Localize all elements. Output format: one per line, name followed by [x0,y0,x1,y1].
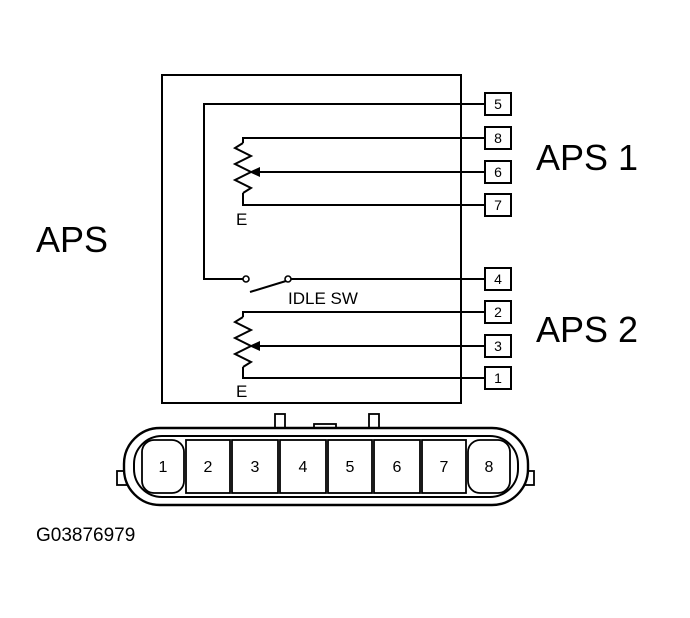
svg-text:1: 1 [494,370,502,386]
svg-text:6: 6 [393,459,402,476]
terminal-8: 8 [484,126,512,150]
terminal-4: 4 [484,267,512,291]
connector: 1 2 3 4 5 6 7 8 [116,413,535,507]
terminal-6: 6 [484,160,512,184]
terminal-3: 3 [484,334,512,358]
resistor-aps2-icon [232,316,254,368]
svg-text:5: 5 [494,96,502,112]
svg-text:7: 7 [494,197,502,213]
aps1-circuit: E [203,103,485,280]
aps2-label: APS 2 [536,309,638,350]
aps1-label: APS 1 [536,137,638,178]
terminal-7: 7 [484,193,512,217]
wire-terminal-1 [242,367,485,379]
wire-terminal-7 [242,193,485,206]
wiper-arrow-aps2-icon [249,341,260,351]
idle-switch-blade-icon [249,280,287,293]
connector-pin-6: 6 [373,439,421,494]
svg-text:7: 7 [440,459,449,476]
wire-terminal-8 [242,137,485,143]
figure-code: G03876979 [36,525,135,546]
idle-switch: IDLE SW [242,275,485,308]
aps-housing-box [161,74,462,404]
wiper-arrow-aps1-icon [249,167,260,177]
connector-pin-3: 3 [231,439,279,494]
resistor-aps1-icon [232,142,254,194]
connector-pin-5: 5 [327,439,373,494]
svg-text:8: 8 [494,130,502,146]
ground-label-aps2: E [236,382,247,401]
svg-text:8: 8 [485,459,494,476]
connector-pin-1: 1 [141,439,185,494]
svg-text:1: 1 [159,459,168,476]
svg-text:2: 2 [494,304,502,320]
connector-pin-2: 2 [185,439,231,494]
svg-text:2: 2 [204,459,213,476]
terminal-1: 1 [484,366,512,390]
svg-text:6: 6 [494,164,502,180]
wire-terminal-5 [203,103,485,280]
ground-label-aps1: E [236,210,247,229]
svg-text:3: 3 [494,338,502,354]
idle-switch-contact-left-icon [242,275,250,283]
connector-pin-7: 7 [421,439,467,494]
connector-pin-4: 4 [279,439,327,494]
svg-text:4: 4 [299,459,308,476]
svg-text:4: 4 [494,271,502,287]
svg-text:3: 3 [251,459,260,476]
svg-text:5: 5 [346,459,355,476]
wire-terminal-2 [242,311,485,317]
terminal-2: 2 [484,300,512,324]
idle-switch-label: IDLE SW [288,289,358,308]
connector-pin-8: 8 [467,439,511,494]
aps2-circuit: E [232,311,485,401]
terminal-5: 5 [484,92,512,116]
aps-label: APS [36,219,108,260]
